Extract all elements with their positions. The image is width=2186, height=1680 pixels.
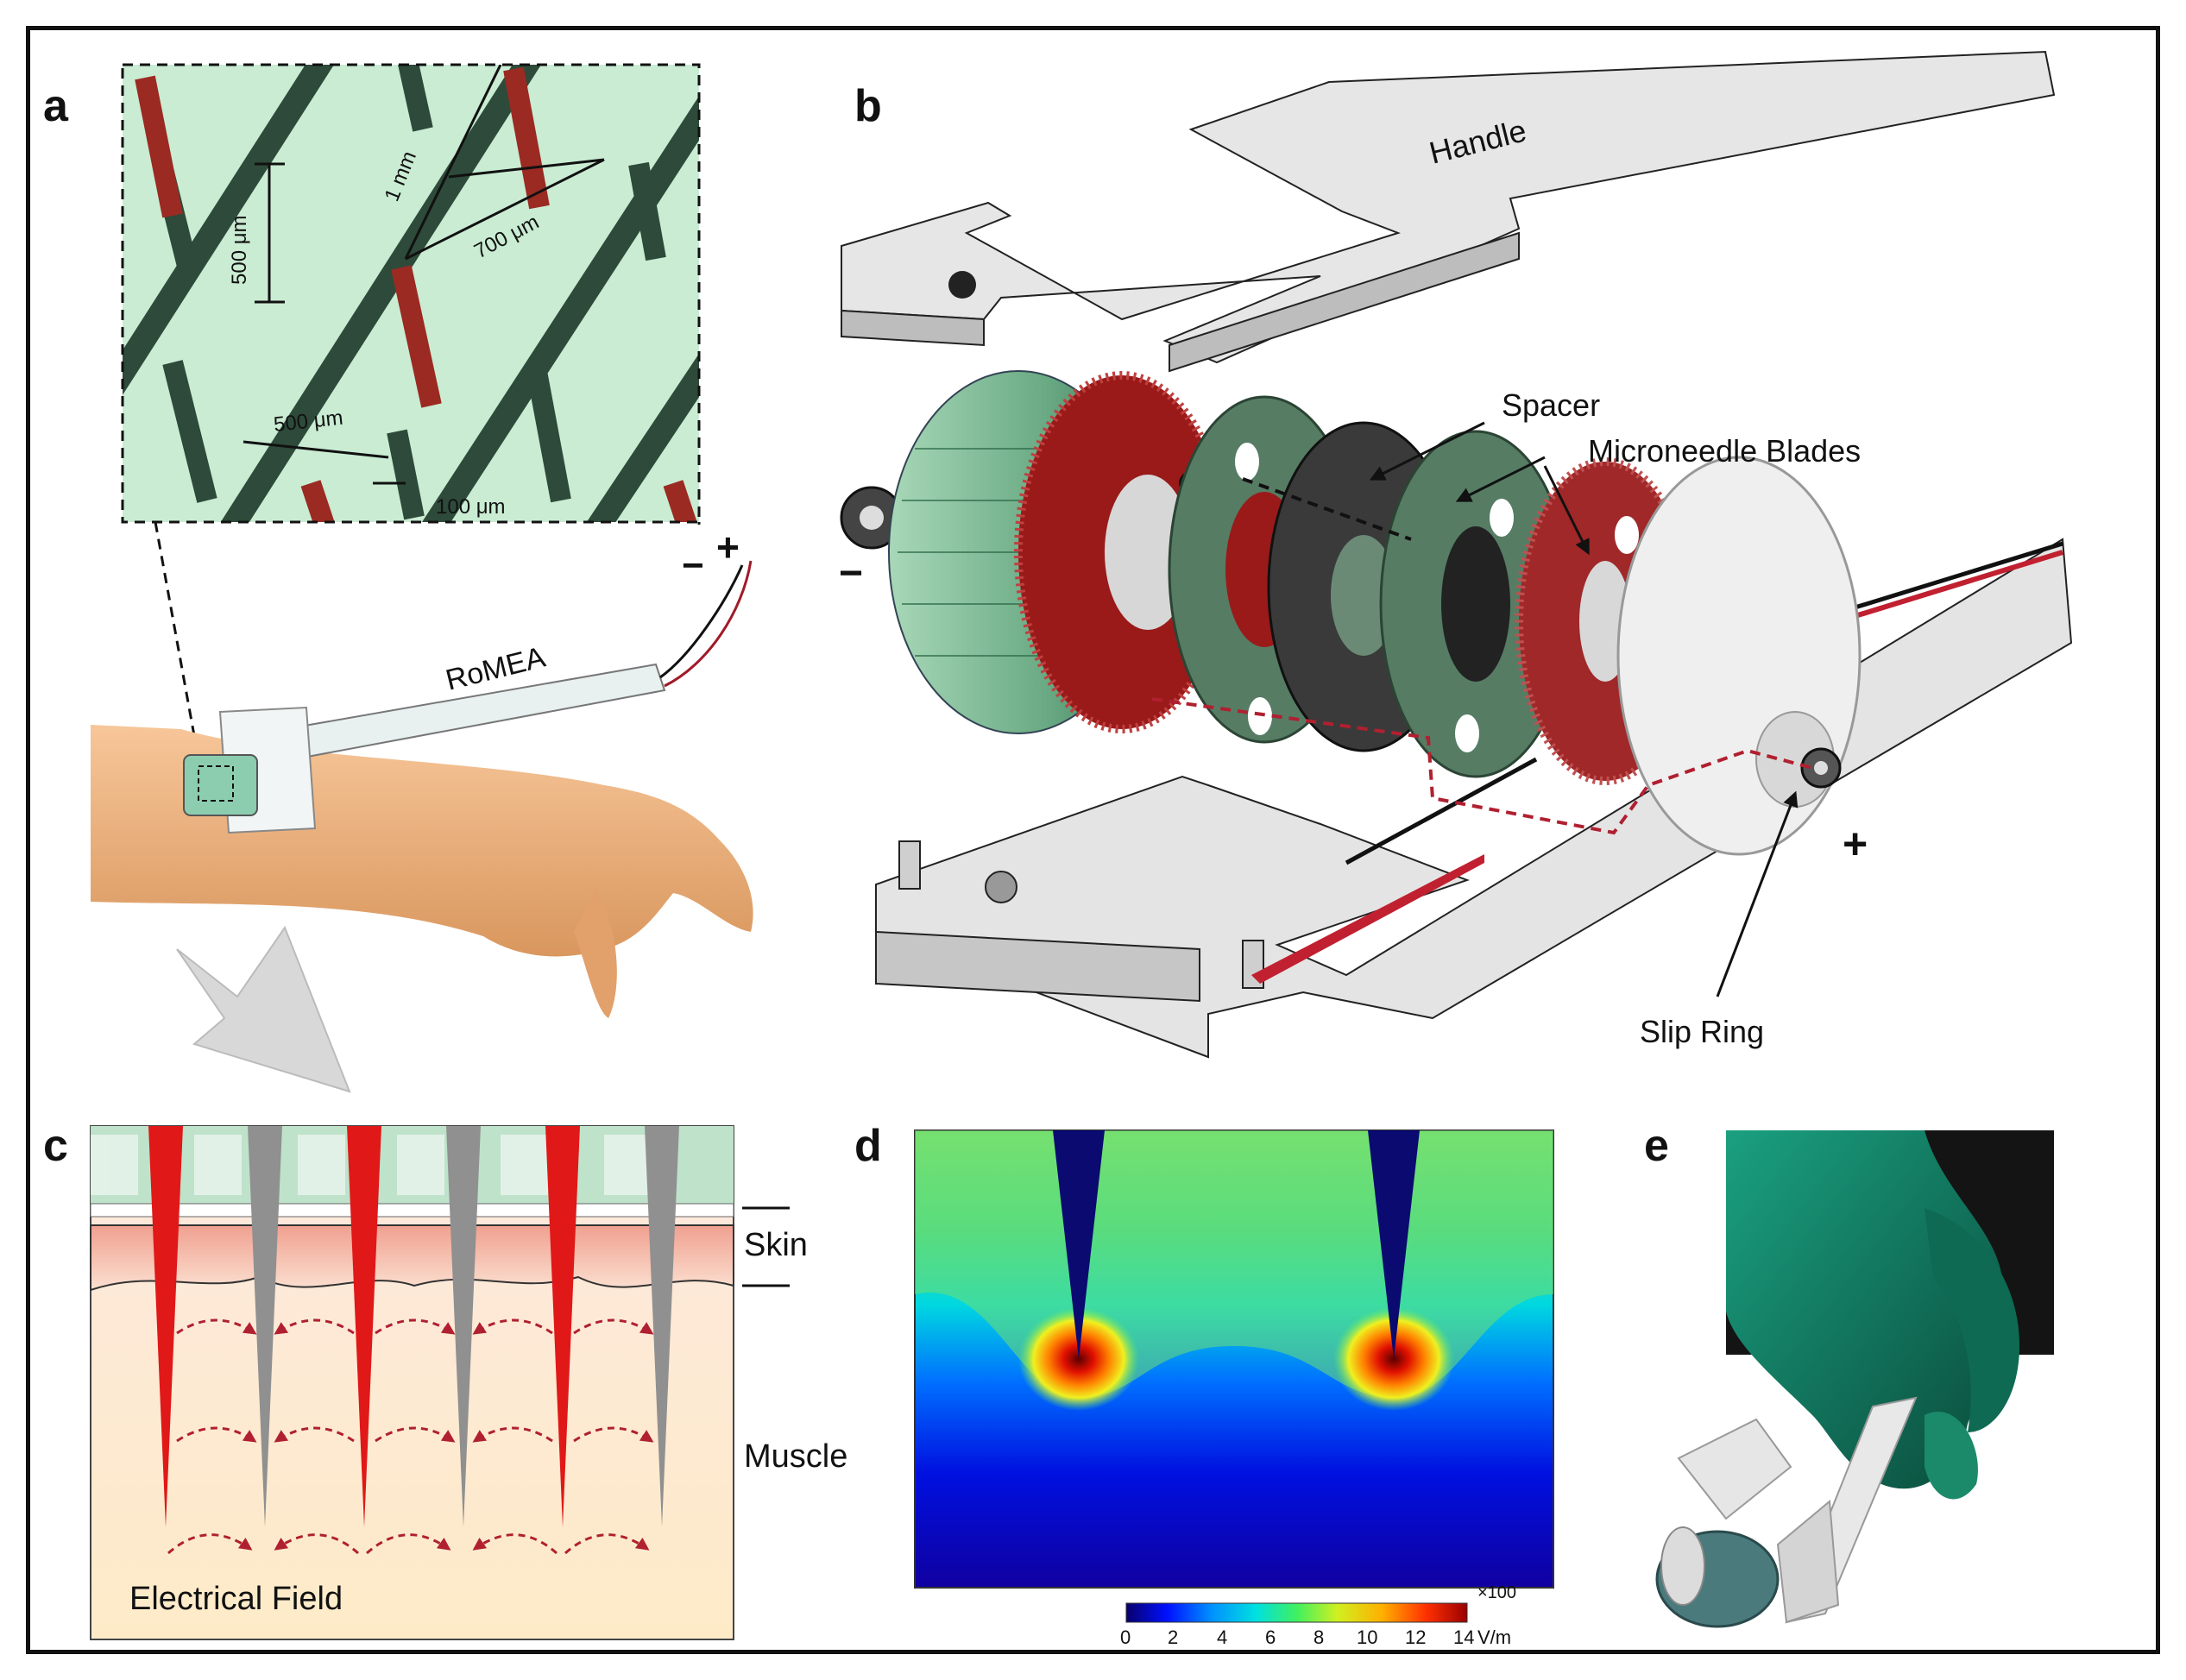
skin-layer [90, 1224, 734, 1292]
electrical-field-label: Electrical Field [129, 1581, 343, 1617]
needle-tip [1053, 1130, 1105, 1359]
colorbar-unit: V/m [1477, 1627, 1511, 1648]
dim-500-vertical: 500 μm [228, 215, 251, 285]
romea-device [183, 560, 753, 834]
handle-hole [948, 271, 976, 299]
spacer-arrow [1369, 421, 1485, 481]
panel-c: c [43, 1121, 847, 1640]
thumb-illustration [574, 889, 617, 1018]
blades-label: Microneedle Blades [1588, 433, 1861, 469]
blades-arrow-2 [1543, 465, 1590, 556]
plus-sign-a: + [716, 525, 740, 569]
minus-sign-a: − [682, 544, 704, 587]
colorbar-tick: 12 [1405, 1627, 1426, 1648]
current-path [1151, 697, 1813, 835]
colorbar-tick: 4 [1217, 1627, 1227, 1648]
colorbar-tick: 10 [1357, 1627, 1377, 1648]
colorbar-exponent: ×100 [1477, 1583, 1516, 1602]
photo-device-head [1677, 1418, 1792, 1520]
device-roller [183, 754, 258, 816]
panel-label-e: e [1644, 1121, 1669, 1171]
inset-border [121, 63, 701, 524]
colorbar-tick: 2 [1168, 1627, 1178, 1648]
down-arrow-icon [176, 925, 351, 1093]
plus-sign-b: + [1843, 820, 1868, 868]
colorbar-tick: 6 [1265, 1627, 1276, 1648]
panel-label-b: b [854, 81, 882, 131]
panel-label-d: d [854, 1121, 882, 1171]
panel-e: e [1644, 1121, 2054, 1628]
panel-label-a: a [43, 81, 69, 131]
leader-line-left [154, 521, 200, 760]
dim-100: 100 μm [436, 495, 506, 519]
panel-label-c: c [43, 1121, 68, 1171]
figure-frame [26, 26, 2160, 1654]
skin-label: Skin [744, 1227, 808, 1263]
axis-dashed [1242, 477, 1412, 541]
wire-black [659, 564, 744, 679]
colorbar-tick: 0 [1120, 1627, 1131, 1648]
bearing-left [840, 486, 904, 550]
field-lines [167, 1318, 654, 1555]
frame-pin [898, 840, 921, 890]
red-needles [135, 66, 697, 522]
panel-b: b Handle − [839, 50, 2073, 1059]
slip-ring-disc [1616, 456, 1862, 856]
spacer-label: Spacer [1502, 387, 1600, 423]
dimension-lines [243, 65, 605, 485]
blades-arrow-1 [1455, 456, 1546, 502]
needles-red [148, 1126, 580, 1527]
panel-d: d 0 2 4 6 8 10 12 14 ×100 V/m [854, 1121, 1554, 1648]
minus-sign-b: − [839, 551, 863, 596]
handle-frame-top [841, 50, 2056, 373]
slip-ring-arrow [1716, 790, 1799, 997]
wire-red [664, 560, 753, 688]
needle-tip [1368, 1130, 1420, 1359]
colorbar-tick: 14 [1453, 1627, 1474, 1648]
green-needles [154, 65, 666, 520]
colorbar-ticks: 0 2 4 6 8 10 12 14 [1120, 1627, 1474, 1648]
colorbar-tick: 8 [1313, 1627, 1324, 1648]
muscle-label: Muscle [744, 1438, 847, 1475]
needles-gray [248, 1126, 679, 1527]
microneedle-inset: 500 μm 500 μm 100 μm 1 mm 700 μm [121, 63, 701, 524]
panel-a: a [43, 63, 753, 1093]
slip-ring-label: Slip Ring [1640, 1014, 1764, 1049]
colorbar [1125, 1602, 1468, 1623]
device-focus-box [198, 765, 234, 802]
